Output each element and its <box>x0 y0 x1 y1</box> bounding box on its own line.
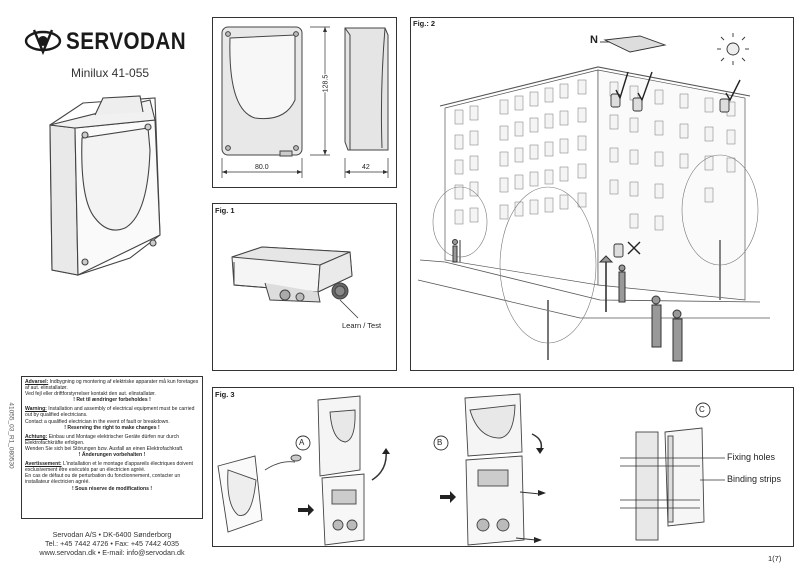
warning-german-text2: Wenden Sie sich bei Störungen bzw. Ausfa… <box>25 445 184 452</box>
compass-icon <box>600 35 667 53</box>
warning-french-text2: En cas de défaut ou de perturbation du f… <box>25 473 181 486</box>
fig3-step-a: A <box>299 438 305 447</box>
warning-english-note: ! Reserving the right to make changes ! <box>64 424 160 431</box>
warning-french-text: L'installation et le montage d'appareils… <box>25 461 193 474</box>
warning-german: Achtung: Einbau und Montage elektrischer… <box>25 434 199 458</box>
warning-english-text2: Contact a qualified electrician in the e… <box>25 418 170 425</box>
dimension-width: 80.0 <box>254 164 270 171</box>
binding-strips-label: Binding strips <box>727 474 782 484</box>
warning-danish-note: ! Ret til ændringer forbeholdes ! <box>73 397 151 404</box>
warning-english-title: Warning: <box>25 406 47 413</box>
warning-german-text: Einbau und Montage elektrischer Geräte d… <box>25 433 180 446</box>
learn-test-callout: Learn / Test <box>342 321 382 330</box>
brand-logo: SERVODAN <box>24 26 194 60</box>
sun-icon <box>717 33 749 65</box>
fig1-title: Fig. 1 <box>215 206 235 215</box>
warning-english-text: Installation and assembly of electrical … <box>25 406 195 419</box>
warning-danish-text2: Ved fejl eller driftforstyrrelser kontak… <box>25 391 156 398</box>
brand-name: SERVODAN <box>66 28 187 55</box>
warning-german-note: ! Änderungen vorbehalten ! <box>78 452 146 459</box>
contact-block: Servodan A/S • DK-6400 Sønderborg Tel.: … <box>21 530 203 557</box>
page-number: 1(7) <box>768 554 782 563</box>
fig3-title: Fig. 3 <box>215 390 235 399</box>
north-label: N <box>590 34 598 46</box>
warning-danish-title: Advarsel: <box>25 379 49 385</box>
contact-address: Servodan A/S • DK-6400 Sønderborg <box>52 530 172 539</box>
fig3-step-c: C <box>699 405 705 414</box>
warning-french-note: ! Sous réserve de modifications ! <box>71 485 153 492</box>
product-title: Minilux 41-055 <box>71 66 150 80</box>
dimension-depth: 42 <box>361 164 371 171</box>
contact-web: www.servodan.dk • E-mail: info@servodan.… <box>39 548 185 557</box>
fixing-holes-label: Fixing holes <box>727 452 776 462</box>
warning-french: Avertissement: L'installation et le mont… <box>25 461 199 491</box>
warning-english: Warning: Installation and assembly of el… <box>25 406 199 430</box>
warning-german-title: Achtung: <box>25 433 48 440</box>
fig2-title: Fig.: 2 <box>413 19 436 28</box>
fig3-step-b: B <box>437 438 443 447</box>
contact-phone: Tel.: +45 7442 4726 • Fax: +45 7442 4035 <box>45 539 179 548</box>
warning-danish-text: Indbygning og montering af elektriske ap… <box>25 379 199 392</box>
warning-danish: Advarsel: Indbygning og montering af ele… <box>25 379 199 403</box>
warning-french-title: Avertissement: <box>25 461 62 468</box>
eye-logo-icon <box>24 29 62 56</box>
safety-warnings: Advarsel: Indbygning og montering af ele… <box>21 376 203 519</box>
